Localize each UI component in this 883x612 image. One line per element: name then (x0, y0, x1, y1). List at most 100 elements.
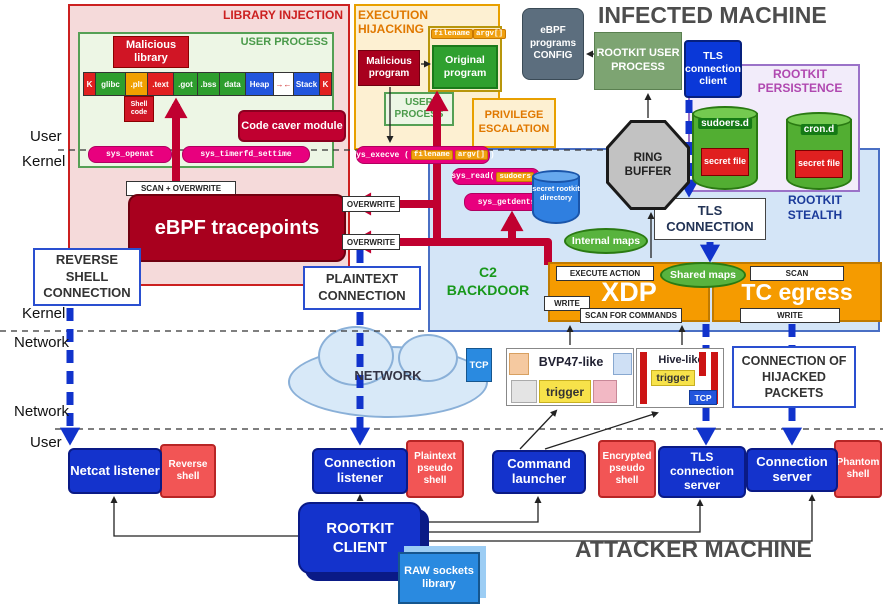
secret-file-box: secret file (795, 150, 843, 178)
user-process-title: USER PROCESS (240, 36, 328, 48)
ebpf-programs-config-box: eBPF programs CONFIG (522, 8, 584, 80)
tcp-packet-box: TCP (466, 348, 492, 382)
malicious-program-box: Malicious program (358, 50, 420, 86)
hive-title: Hive-like (658, 354, 704, 366)
execution-hijacking-title: EXECUTION HIJACKING (358, 8, 429, 37)
packet-marker (699, 352, 706, 376)
packet-marker (711, 352, 718, 404)
packet-field (593, 380, 617, 403)
ebpf-tracepoints-box: eBPF tracepoints (128, 194, 346, 262)
tls-connection-client-box: TLS connection client (684, 40, 742, 98)
argv-tag: argv[] (473, 29, 507, 39)
original-program-box: Original program (432, 45, 498, 89)
sys-execve-label: sys_execve ( (351, 150, 409, 160)
overwrite-label: OVERWRITE (342, 196, 400, 212)
memory-segment: Heap (245, 72, 274, 96)
hive-tcp-field: TCP (689, 390, 717, 405)
malicious-library-box: Malicious library (113, 36, 189, 68)
memory-segment: data (219, 72, 246, 96)
memory-segment-growth-arrows: →← (273, 72, 294, 96)
filename-tag: filename (410, 150, 453, 160)
hijacked-packets-connection-box: CONNECTION OF HIJACKED PACKETS (732, 346, 856, 408)
memory-segment: .plt (125, 72, 148, 96)
overwrite-label: OVERWRITE (342, 234, 400, 250)
privilege-escalation-label: PRIVILEGE ESCALATION (478, 109, 550, 135)
bvp47-trigger-packet: BVP47-like trigger (506, 348, 634, 406)
network-cloud-label: NETWORK (354, 368, 422, 383)
packet-field (511, 380, 537, 403)
secret-rootkit-directory-label: secret rootkit directory (532, 184, 580, 202)
user-process-label: USER PROCESS (394, 97, 444, 120)
tls-connection-box: TLS CONNECTION (654, 198, 766, 240)
phantom-shell-box: Phantom shell (834, 440, 882, 498)
cron-d-label: cron.d (800, 124, 838, 135)
library-injection-title: LIBRARY INJECTION (222, 8, 343, 22)
plaintext-connection-box: PLAINTEXT CONNECTION (303, 266, 421, 310)
memory-segment: .got (173, 72, 198, 96)
memory-segment: .bss (197, 72, 220, 96)
reverse-shell-box: Reverse shell (160, 444, 216, 498)
layer-label-kernel-top: Kernel (22, 153, 66, 170)
bvp47-title: BVP47-like (538, 355, 604, 369)
write-label: WRITE (740, 308, 840, 323)
memory-segment: K (83, 72, 96, 96)
connection-server-box: Connection server (746, 448, 838, 492)
bvp47-trigger-field: trigger (539, 380, 591, 403)
internal-maps-ellipse: Internal maps (564, 228, 648, 254)
memory-segment: .text (147, 72, 174, 96)
scan-for-commands-label: SCAN FOR COMMANDS (580, 308, 682, 323)
secret-file-box: secret file (701, 148, 749, 176)
sudoers-tag: sudoers (496, 171, 534, 182)
code-caver-module-box: Code caver module (238, 110, 346, 142)
rootkit-user-process-box: ROOTKIT USER PROCESS (594, 32, 682, 90)
process-memory-strip: K glibc .plt .text .got .bss data Heap →… (83, 72, 332, 96)
memory-segment: Stack (293, 72, 320, 96)
sudoers-d-label: sudoers.d (698, 118, 752, 129)
netcat-listener-box: Netcat listener (68, 448, 162, 494)
sys-timerfd-settime-hook: sys_timerfd_settime (182, 146, 310, 163)
secret-rootkit-directory-cylinder: secret rootkit directory (532, 170, 580, 224)
infected-machine-title: INFECTED MACHINE (598, 2, 827, 28)
c2-backdoor-title: C2 BACKDOOR (446, 264, 530, 298)
ring-buffer-label: RING BUFFER (609, 123, 687, 207)
write-label: WRITE (544, 296, 590, 311)
hive-trigger-packet: Hive-like trigger TCP (636, 348, 724, 408)
execute-action-label: EXECUTE ACTION (556, 266, 654, 281)
sys-read-hook: sys_read( sudoers ) (451, 168, 541, 185)
cylinder-body (532, 176, 580, 224)
sys-execve-hook: sys_execve ( filename argv[] ) (351, 146, 495, 164)
sys-read-label: sys_read( (451, 172, 495, 181)
cron-d-cylinder: cron.d secret file (786, 112, 852, 190)
sys-openat-hook: sys_openat (88, 146, 172, 163)
argv-tag: argv[] (454, 150, 488, 160)
filename-tag: filename (431, 29, 474, 39)
tls-connection-server-box: TLS connection server (658, 446, 746, 498)
ring-buffer-octagon: RING BUFFER (606, 120, 690, 210)
packet-marker (640, 352, 647, 404)
memory-segment: glibc (95, 72, 126, 96)
shell-code-box: Shell code (124, 96, 154, 122)
hive-trigger-field: trigger (651, 370, 695, 386)
connection-listener-box: Connection listener (312, 448, 408, 494)
raw-sockets-library-box: RAW sockets library (398, 552, 480, 604)
rootkit-stealth-title: ROOTKIT STEALTH (787, 193, 843, 222)
packet-field (509, 353, 529, 375)
packet-field (613, 353, 632, 375)
encrypted-pseudo-shell-box: Encrypted pseudo shell (598, 440, 656, 498)
privilege-escalation-box: PRIVILEGE ESCALATION (472, 98, 556, 148)
network-cloud (288, 326, 488, 418)
layer-label-kernel-mid: Kernel (22, 305, 66, 322)
user-process-box: USER PROCESS (384, 92, 454, 126)
command-launcher-box: Command launcher (492, 450, 586, 494)
memory-segment: K (319, 72, 332, 96)
layer-label-user-top: User (30, 128, 62, 145)
layer-label-network-bottom: Network (14, 403, 70, 420)
sudoers-d-cylinder: sudoers.d secret file (692, 106, 758, 190)
paren-close: ) (489, 150, 495, 160)
cylinder-top (532, 170, 580, 183)
reverse-shell-connection-box: REVERSE SHELL CONNECTION (33, 248, 141, 306)
layer-label-user-bottom: User (30, 434, 62, 451)
attacker-machine-title: ATTACKER MACHINE (575, 536, 812, 562)
shared-maps-ellipse: Shared maps (660, 262, 746, 288)
